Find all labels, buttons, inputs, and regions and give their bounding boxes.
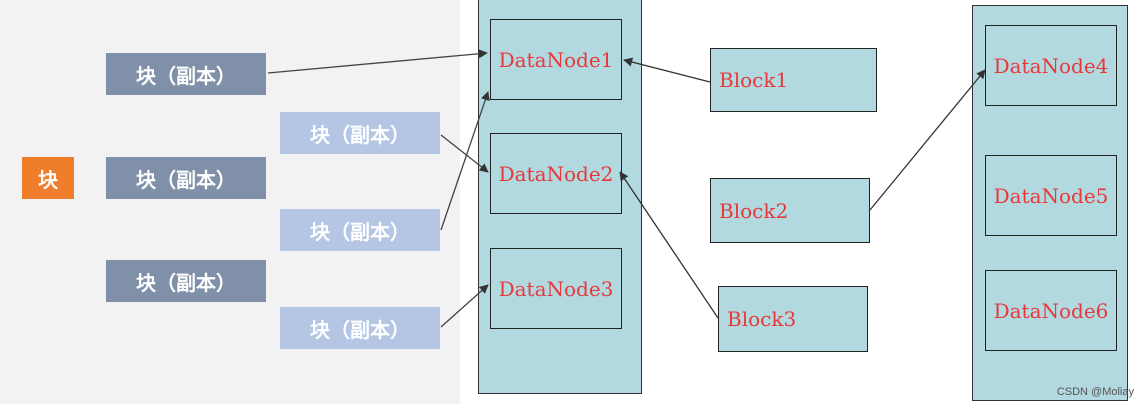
datanode-1: DataNode1: [490, 19, 622, 100]
datanode-2: DataNode2: [490, 133, 622, 214]
datanode-6: DataNode6: [985, 270, 1117, 351]
datanode-3: DataNode3: [490, 248, 622, 329]
replica-tag-4: 块（副本）: [280, 209, 440, 251]
edge-block2-datanode4: [869, 69, 986, 211]
replica-tag-1: 块（副本）: [106, 53, 266, 95]
edge-replica6-datanode3: [440, 284, 489, 328]
block-tag: 块: [22, 157, 74, 199]
replica-tag-3: 块（副本）: [106, 157, 266, 199]
replica-tag-5: 块（副本）: [106, 260, 266, 302]
edge-block1-datanode1: [623, 57, 711, 83]
replica-tag-2: 块（副本）: [280, 112, 440, 154]
edge-replica1-datanode1: [267, 49, 488, 74]
replica-tag-6: 块（副本）: [280, 307, 440, 349]
block-2: Block2: [710, 178, 870, 243]
edge-replica4-datanode1: [440, 91, 490, 231]
block-3: Block3: [718, 286, 868, 352]
datanode-4: DataNode4: [985, 25, 1117, 106]
edge-block3-datanode2: [619, 171, 719, 319]
edge-replica2-datanode2: [440, 134, 489, 173]
datanode-5: DataNode5: [985, 155, 1117, 236]
watermark: CSDN @Moliay: [1056, 386, 1134, 398]
block-1: Block1: [710, 48, 877, 112]
